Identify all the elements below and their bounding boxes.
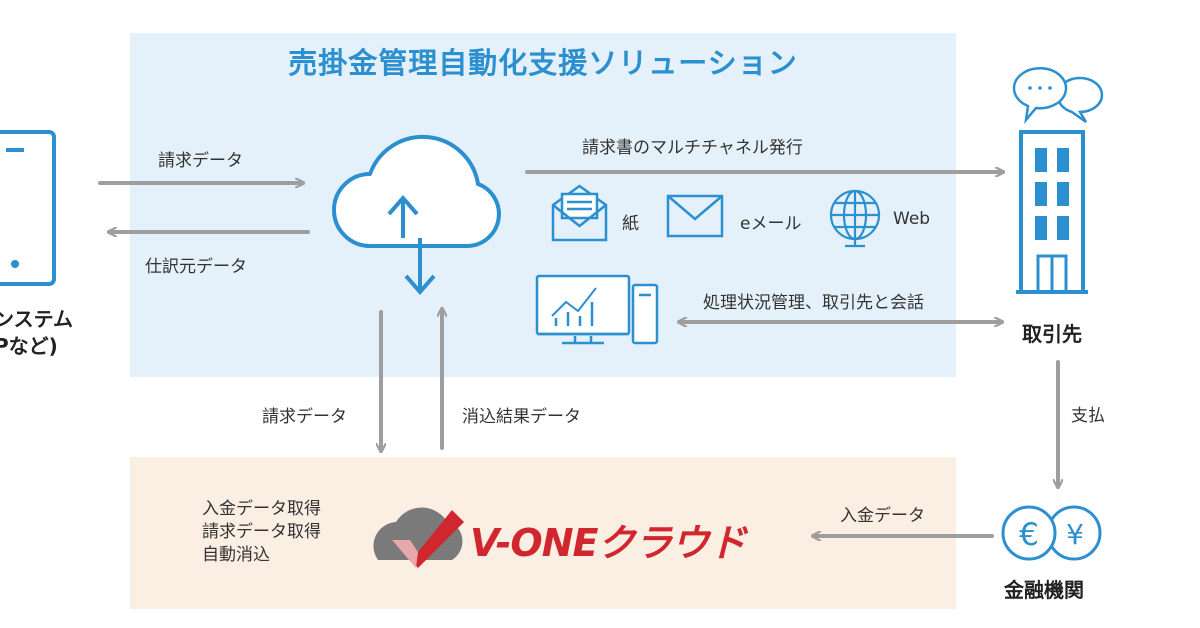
email-icon — [666, 194, 724, 238]
label-email: eメール — [740, 214, 802, 234]
vone-feature-item: 入金データ取得 — [202, 499, 321, 519]
label-payment: 支払 — [1071, 406, 1105, 426]
label-web: Web — [893, 209, 931, 229]
node-partner: 取引先 — [1022, 322, 1082, 346]
vone-feature-item: 自動消込 — [202, 545, 270, 565]
solution-title: 売掛金管理自動化支援ソリューション — [288, 46, 798, 80]
label-paper: 紙 — [622, 214, 639, 234]
monitor-icon — [535, 274, 659, 345]
currency-coins-icon — [1001, 505, 1102, 561]
vone-logo-sub: クラウド — [597, 521, 746, 565]
yen-symbol: ¥ — [1066, 518, 1084, 551]
label-journal-data: 仕訳元データ — [145, 257, 247, 277]
euro-symbol: € — [1019, 517, 1039, 553]
vone-logo-mark — [373, 507, 464, 568]
label-status-mgmt: 処理状況管理、取引先と会話 — [703, 293, 924, 313]
system-name-line1: ンステム — [0, 307, 73, 331]
node-bank: 金融機関 — [1004, 578, 1084, 602]
building-icon — [1016, 130, 1088, 294]
label-invoice-data-in: 請求データ — [158, 151, 243, 171]
globe-icon — [829, 189, 881, 248]
vone-feature-list: 入金データ取得 請求データ取得 自動消込 — [202, 498, 321, 567]
system-name-line2: Pなど) — [0, 334, 58, 358]
label-multichannel: 請求書のマルチチャネル発行 — [582, 138, 803, 158]
paper-mail-icon — [551, 184, 608, 242]
vone-feature-item: 請求データ取得 — [202, 522, 321, 542]
label-deposit-data: 入金データ — [840, 506, 925, 526]
vone-logo-main: V-ONE — [470, 521, 598, 565]
chat-bubbles-icon — [1012, 67, 1104, 125]
vone-logo-text: V-ONEクラウド — [470, 512, 747, 567]
label-invoice-data-down: 請求データ — [262, 407, 347, 427]
system-device-icon — [0, 130, 56, 286]
label-reconcile-data: 消込結果データ — [462, 407, 581, 427]
cloud-icon — [332, 134, 501, 296]
